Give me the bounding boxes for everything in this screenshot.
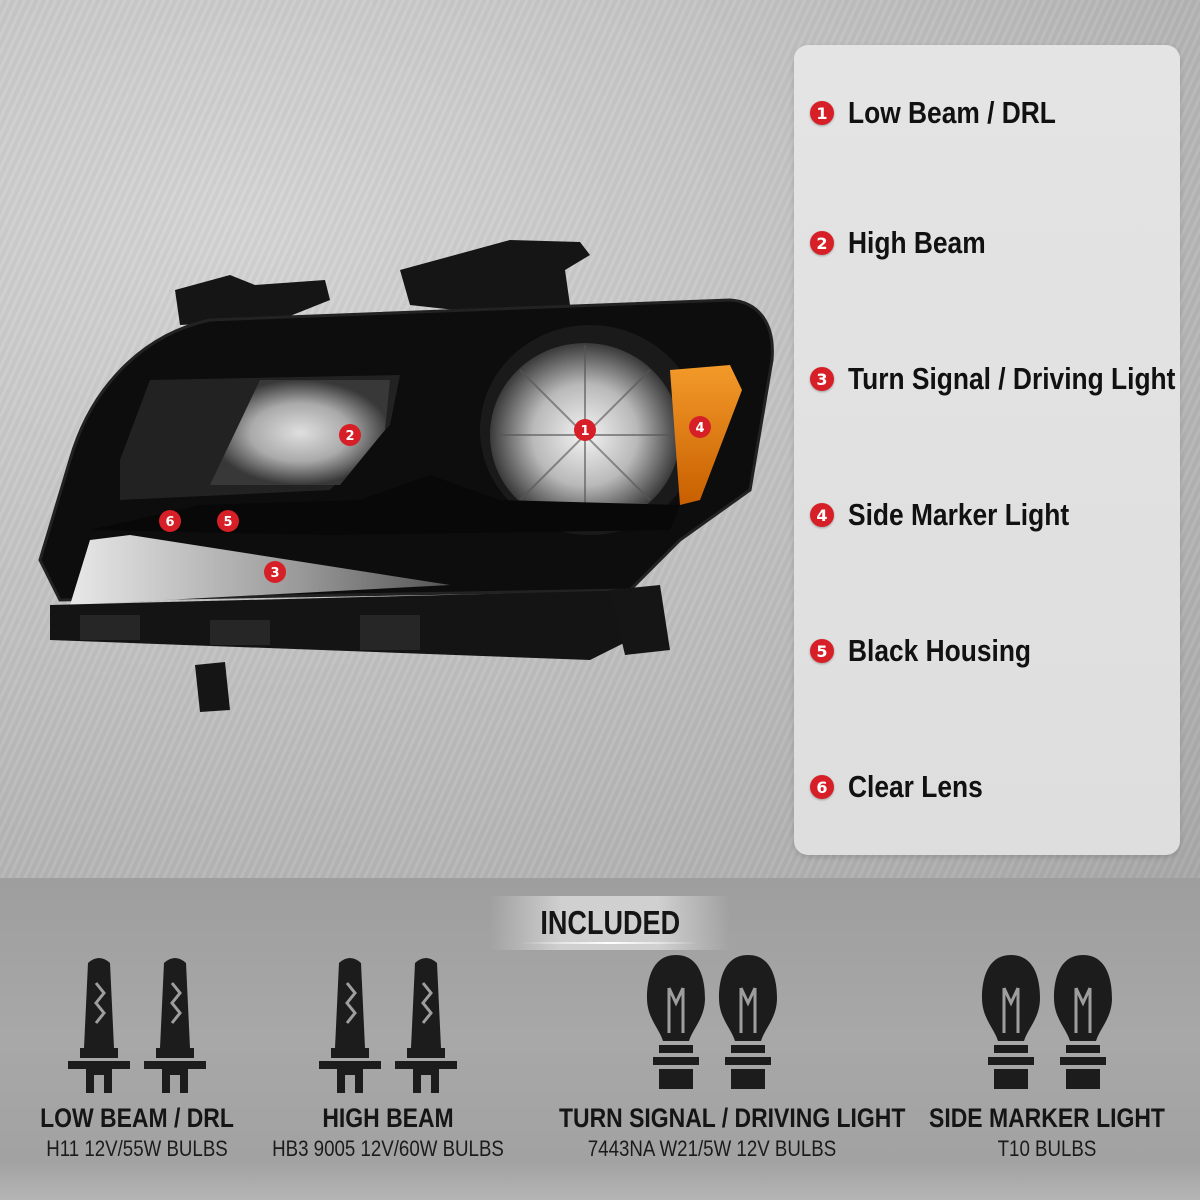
callout-label: High Beam xyxy=(848,225,986,260)
callout-label: Low Beam / DRL xyxy=(848,95,1056,130)
included-group-title: SIDE MARKER LIGHT xyxy=(929,1103,1165,1133)
included-group-subtitle: T10 BULBS xyxy=(997,1136,1097,1161)
wedge-bulb-icon xyxy=(647,955,705,1089)
callout-label: Side Marker Light xyxy=(848,497,1070,532)
feature-callout-panel: 1 Low Beam / DRL 2 High Beam 3 Turn Sign… xyxy=(794,45,1180,855)
included-group-subtitle: 7443NA W21/5W 12V BULBS xyxy=(587,1136,837,1161)
callout-label: Black Housing xyxy=(848,633,1032,668)
callout-black-housing: 5 Black Housing xyxy=(810,633,1063,669)
included-group-title: LOW BEAM / DRL xyxy=(40,1103,234,1133)
wedge-bulb-icon xyxy=(982,955,1040,1089)
product-marker-2 xyxy=(339,424,361,446)
callout-number-badge: 3 xyxy=(810,367,834,391)
product-marker-5-label: 5 xyxy=(223,515,232,530)
product-marker-2-label: 2 xyxy=(345,429,354,444)
included-group-side-marker: SIDE MARKER LIGHT T10 BULBS xyxy=(867,948,1200,1162)
included-group-subtitle: H11 12V/55W BULBS xyxy=(46,1136,228,1161)
included-group-turn-signal: TURN SIGNAL / DRIVING LIGHT 7443NA W21/5… xyxy=(532,948,906,1162)
halogen-bulb-icon xyxy=(144,958,206,1093)
product-marker-4-label: 4 xyxy=(695,421,704,436)
product-marker-3 xyxy=(264,561,286,583)
callout-number-badge: 5 xyxy=(810,639,834,663)
product-marker-3-label: 3 xyxy=(270,566,279,581)
included-section: INCLUDED LOW BEAM / DRL H11 12V/55W xyxy=(0,878,1200,1200)
callout-label: Clear Lens xyxy=(848,769,983,804)
included-group-subtitle: HB3 9005 12V/60W BULBS xyxy=(272,1136,504,1161)
included-heading-bar: INCLUDED xyxy=(490,896,730,950)
callout-number-badge: 1 xyxy=(810,101,834,125)
headlight-assembly-image: 1 2 3 4 5 6 xyxy=(38,240,774,712)
included-group-high-beam: HIGH BEAM HB3 9005 12V/60W BULBS xyxy=(208,948,568,1162)
halogen-bulb-icon xyxy=(68,958,130,1093)
callout-side-marker: 4 Side Marker Light xyxy=(810,497,1108,533)
included-group-title: HIGH BEAM xyxy=(322,1103,454,1133)
callout-turn-signal: 3 Turn Signal / Driving Light xyxy=(810,361,1200,397)
callout-label: Turn Signal / Driving Light xyxy=(848,361,1176,396)
callout-number-badge: 2 xyxy=(810,231,834,255)
included-title: INCLUDED xyxy=(540,904,680,941)
product-marker-4 xyxy=(689,416,711,438)
callout-clear-lens: 6 Clear Lens xyxy=(810,769,1007,805)
callout-low-beam: 1 Low Beam / DRL xyxy=(810,95,1093,131)
product-marker-6-label: 6 xyxy=(165,515,174,530)
included-group-title: TURN SIGNAL / DRIVING LIGHT xyxy=(559,1103,906,1133)
halogen-bulb-icon xyxy=(395,958,457,1093)
product-marker-6 xyxy=(159,510,181,532)
callout-number-badge: 4 xyxy=(810,503,834,527)
halogen-bulb-icon xyxy=(319,958,381,1093)
callout-number-badge: 6 xyxy=(810,775,834,799)
product-marker-5 xyxy=(217,510,239,532)
callout-high-beam: 2 High Beam xyxy=(810,225,1010,261)
wedge-bulb-icon xyxy=(1054,955,1112,1089)
product-marker-1 xyxy=(574,419,596,441)
product-marker-1-label: 1 xyxy=(580,424,589,439)
included-group-low-beam: LOW BEAM / DRL H11 12V/55W BULBS xyxy=(0,948,317,1162)
wedge-bulb-icon xyxy=(719,955,777,1089)
bottom-strip xyxy=(0,1164,1200,1200)
